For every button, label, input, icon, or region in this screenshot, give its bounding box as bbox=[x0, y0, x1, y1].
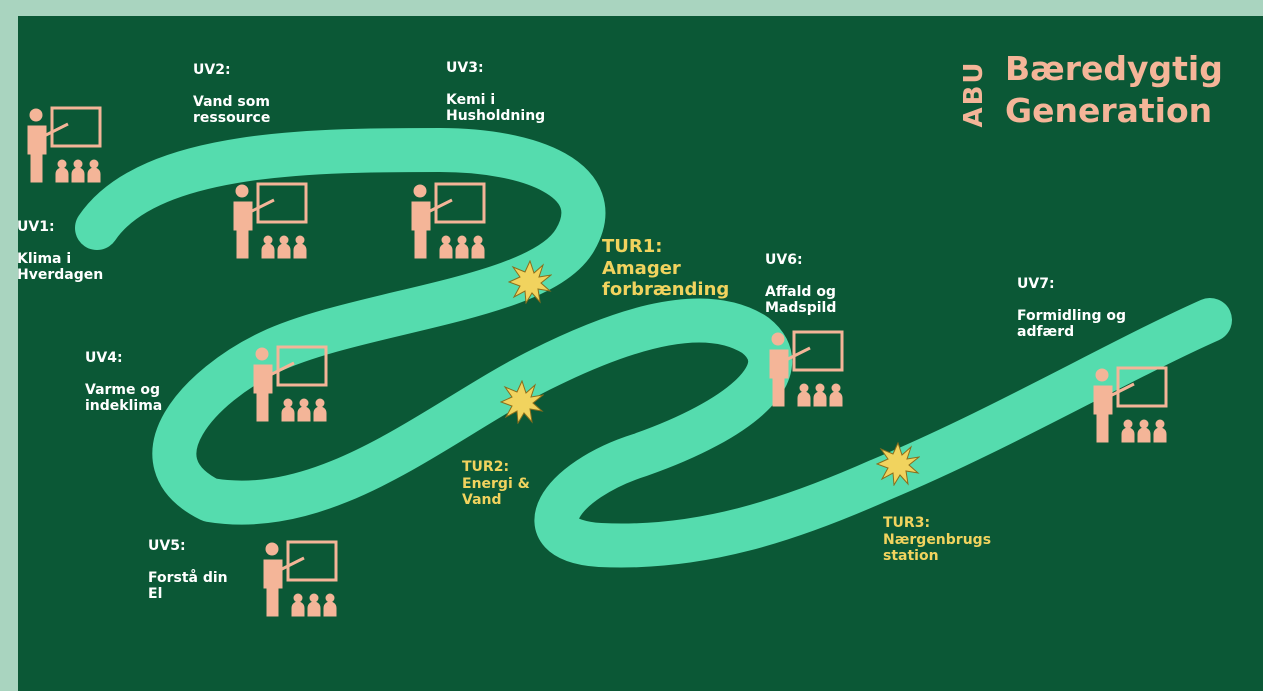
trip-label-tur3: TUR3: Nærgenbrugs station bbox=[883, 515, 991, 565]
station-name: Klima i Hverdagen bbox=[17, 250, 104, 284]
teacher-icon-uv1 bbox=[27, 106, 102, 183]
station-name: Kemi i Husholdning bbox=[446, 91, 546, 125]
trip-label-tur2: TUR2: Energi & Vand bbox=[462, 459, 530, 509]
trip-label-tur1: TUR1: Amager forbrænding bbox=[602, 236, 729, 301]
teacher-icon-uv4 bbox=[253, 345, 328, 422]
station-label-uv3: UV3: Kemi i Husholdning bbox=[446, 60, 545, 125]
station-name: Forstå din El bbox=[148, 569, 228, 603]
trip-name: TUR1: Amager forbrænding bbox=[602, 236, 730, 301]
station-name: Formidling og adfærd bbox=[1017, 307, 1127, 341]
brand-mark: ABU bbox=[959, 60, 989, 128]
brand-name: Bæredygtig Generation bbox=[1005, 49, 1223, 130]
station-code: UV1: bbox=[17, 219, 55, 235]
station-label-uv2: UV2: Vand som ressource bbox=[193, 62, 270, 127]
teacher-icon-uv7 bbox=[1093, 366, 1168, 443]
station-name: Vand som ressource bbox=[193, 93, 271, 127]
station-code: UV6: bbox=[765, 252, 803, 268]
station-name: Affald og Madspild bbox=[765, 283, 837, 317]
station-label-uv5: UV5: Forstå din El bbox=[148, 538, 228, 603]
station-code: UV3: bbox=[446, 60, 484, 76]
station-code: UV5: bbox=[148, 538, 186, 554]
burst-icon-tur3 bbox=[876, 442, 920, 486]
trip-name: TUR2: Energi & Vand bbox=[462, 459, 530, 509]
station-label-uv4: UV4: Varme og indeklima bbox=[85, 350, 162, 415]
station-name: Varme og indeklima bbox=[85, 381, 163, 415]
station-code: UV4: bbox=[85, 350, 123, 366]
station-label-uv6: UV6: Affald og Madspild bbox=[765, 252, 836, 317]
burst-icon-tur2 bbox=[500, 380, 544, 424]
station-label-uv7: UV7: Formidling og adfærd bbox=[1017, 276, 1126, 341]
teacher-icon-uv5 bbox=[263, 540, 338, 617]
station-label-uv1: UV1: Klima i Hverdagen bbox=[17, 219, 103, 284]
trip-name: TUR3: Nærgenbrugs station bbox=[883, 515, 992, 565]
station-code: UV2: bbox=[193, 62, 231, 78]
station-code: UV7: bbox=[1017, 276, 1055, 292]
teacher-icon-uv6 bbox=[769, 330, 844, 407]
teacher-icon-uv3 bbox=[411, 182, 486, 259]
burst-icon-tur1 bbox=[508, 260, 552, 304]
teacher-icon-uv2 bbox=[233, 182, 308, 259]
